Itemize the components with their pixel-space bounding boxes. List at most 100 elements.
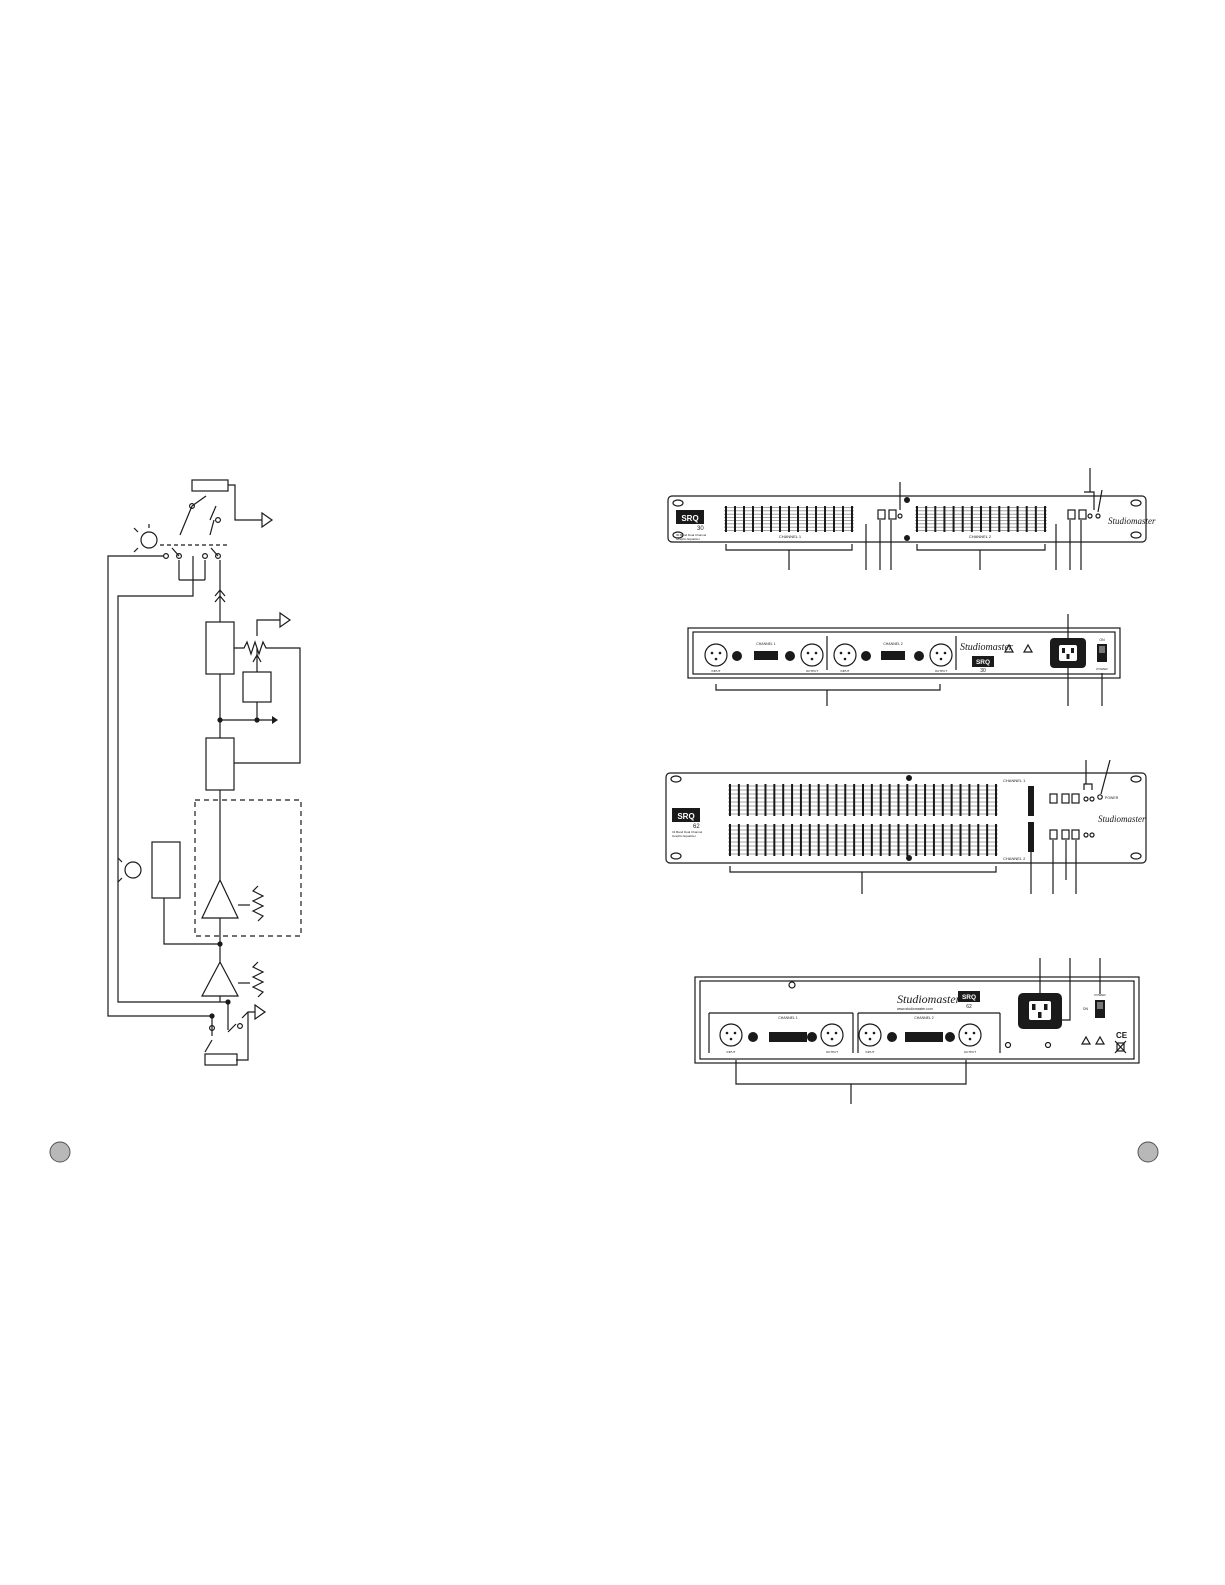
bottom-resistor — [204, 1053, 238, 1066]
srq30-faders-ch1 — [724, 506, 854, 532]
srq62-rear-ch2-input: INPUT — [866, 1050, 875, 1054]
srq30-caution-icon — [1022, 643, 1034, 653]
srq62-rear-panel: Studiomaster www.studiomaster.com SRQ 62… — [694, 958, 1140, 1104]
srq62-rear-logo-badge — [958, 991, 980, 1002]
srq30-ch2-terminal-block[interactable] — [881, 651, 905, 660]
srq62-power-label: POWER — [1105, 796, 1119, 800]
srq62-caution-icon — [1094, 1035, 1106, 1045]
srq30-ch1-output-jack[interactable] — [785, 651, 795, 661]
srq62-front-brand: Studiomaster — [1098, 814, 1146, 824]
srq30-warning-icon — [1003, 643, 1015, 653]
srq30-front-panel: SRQ 30 30 Band Dual Channel Graphic Equa… — [667, 468, 1156, 570]
srq62-subtitle-2: Graphic Equalizer — [672, 834, 696, 838]
srq30-ch2-switch-a[interactable] — [1067, 509, 1076, 520]
srq62-rear-ch1-input: INPUT — [727, 1050, 736, 1054]
eq-block — [205, 737, 235, 791]
srq62-ch1-level-fader[interactable] — [1028, 786, 1034, 816]
srq30-rear-ch1-output: OUTPUT — [806, 669, 819, 673]
srq30-model: SRQ — [681, 514, 698, 523]
srq62-rear-ch2-label: CHANNEL 2 — [914, 1016, 934, 1020]
srq62-ch1-switch-b[interactable] — [1061, 793, 1070, 804]
srq30-ch1-input-xlr[interactable] — [704, 643, 728, 667]
srq30-rear-ch2-output: OUTPUT — [935, 669, 948, 673]
srq30-power-led-icon — [1095, 513, 1101, 519]
srq30-rear-ch1-label: CHANNEL 1 — [756, 642, 776, 646]
srq62-ch1-output-jack[interactable] — [807, 1032, 817, 1042]
srq62-ch2-level-fader[interactable] — [1028, 822, 1034, 852]
srq62-ch1-label: CHANNEL 1 — [1003, 778, 1026, 783]
srq30-ch1-label: CHANNEL 1 — [779, 534, 802, 539]
srq30-ch1-output-xlr[interactable] — [800, 643, 824, 667]
top-resistor — [191, 479, 229, 492]
srq62-subtitle-1: 31 Band Dual Channel — [672, 830, 703, 834]
meter-block — [242, 671, 272, 703]
srq62-logo-badge — [672, 808, 700, 822]
srq62-ch2-output-xlr[interactable] — [958, 1023, 982, 1047]
srq62-front-panel: SRQ 62 31 Band Dual Channel Graphic Equa… — [665, 759, 1147, 894]
srq30-ch1-switch-a[interactable] — [877, 509, 886, 520]
srq30-ch1-switch-b[interactable] — [888, 509, 897, 520]
srq62-ch2-switch-b[interactable] — [1061, 829, 1070, 840]
srq62-rear-power-label: POWER — [1094, 993, 1106, 997]
srq62-ce-mark: CE — [1116, 1031, 1128, 1040]
srq62-ch1-input-xlr[interactable] — [719, 1023, 743, 1047]
srq30-rear-logo-badge — [972, 656, 994, 667]
signal-flow-schematic — [107, 479, 302, 1066]
srq30-rear-ch2-input: INPUT — [841, 669, 850, 673]
filter-section — [194, 799, 302, 937]
srq30-logo-badge — [676, 510, 704, 524]
srq62-ch2-label: CHANNEL 2 — [1003, 856, 1026, 861]
srq62-ch1-input-jack[interactable] — [748, 1032, 758, 1042]
right-page-marker — [1137, 1141, 1159, 1163]
srq62-ch2-output-jack[interactable] — [945, 1032, 955, 1042]
srq62-ch2-input-jack[interactable] — [887, 1032, 897, 1042]
clip-detect-block — [151, 841, 181, 899]
srq62-ch1-output-xlr[interactable] — [820, 1023, 844, 1047]
srq62-rear-model-number: 62 — [966, 1004, 972, 1010]
output-block — [205, 621, 235, 675]
srq30-ch2-input-xlr[interactable] — [833, 643, 857, 667]
srq62-warning-icon — [1080, 1035, 1092, 1045]
srq30-model-number: 30 — [697, 526, 704, 532]
srq62-model-number: 62 — [693, 824, 700, 830]
srq62-rear-on-label: ON — [1083, 1007, 1089, 1011]
srq30-ch2-output-jack[interactable] — [914, 651, 924, 661]
srq30-rear-panel: CHANNEL 1 INPUT OUTPUT CHANNEL 2 INPUT O… — [687, 614, 1121, 706]
srq30-front-brand: Studiomaster — [1108, 516, 1156, 526]
srq62-rear-brand: Studiomaster — [897, 992, 961, 1006]
srq62-power-led-icon — [1097, 794, 1103, 800]
srq30-ch1-terminal-block[interactable] — [754, 651, 778, 660]
srq62-ch2-terminal-block[interactable] — [905, 1032, 943, 1042]
srq30-ch1-input-jack[interactable] — [732, 651, 742, 661]
srq62-faders-ch1 — [728, 784, 998, 816]
srq30-ch2-input-jack[interactable] — [861, 651, 871, 661]
srq30-rear-ch2-label: CHANNEL 2 — [883, 642, 903, 646]
srq30-rear-power-label: POWER — [1096, 667, 1108, 671]
srq30-subtitle-1: 30 Band Dual Channel — [676, 533, 707, 537]
srq30-rear-on-label: ON — [1099, 638, 1105, 642]
srq62-rear-ch1-label: CHANNEL 1 — [778, 1016, 798, 1020]
srq62-ch2-switch-c[interactable] — [1071, 829, 1080, 840]
srq30-rear-ch1-input: INPUT — [712, 669, 721, 673]
srq62-ch2-switch-a[interactable] — [1049, 829, 1058, 840]
bypass-lamp-icon — [133, 524, 158, 553]
srq62-ch1-switch-a[interactable] — [1049, 793, 1058, 804]
srq30-ch2-switch-b[interactable] — [1078, 509, 1087, 520]
srq62-ch1-terminal-block[interactable] — [769, 1032, 807, 1042]
srq62-ch1-switch-c[interactable] — [1071, 793, 1080, 804]
top-ground-symbol — [261, 511, 274, 529]
srq62-weee-bin-icon — [1114, 1040, 1127, 1054]
srq30-rear-model: SRQ — [976, 659, 990, 666]
clip-lamp-icon — [117, 857, 142, 883]
srq30-rear-brand: Studiomaster — [960, 642, 1013, 653]
srq30-subtitle-2: Graphic Equalizer — [676, 537, 700, 541]
srq30-rear-model-number: 30 — [980, 668, 986, 674]
srq62-rear-ch2-output: OUTPUT — [964, 1050, 977, 1054]
srq62-faders-ch2 — [728, 824, 998, 856]
srq62-rear-website: www.studiomaster.com — [897, 1007, 933, 1011]
srq62-ch2-input-xlr[interactable] — [858, 1023, 882, 1047]
srq62-model: SRQ — [677, 812, 694, 821]
srq30-ch2-output-xlr[interactable] — [929, 643, 953, 667]
srq62-rear-model: SRQ — [962, 994, 976, 1001]
